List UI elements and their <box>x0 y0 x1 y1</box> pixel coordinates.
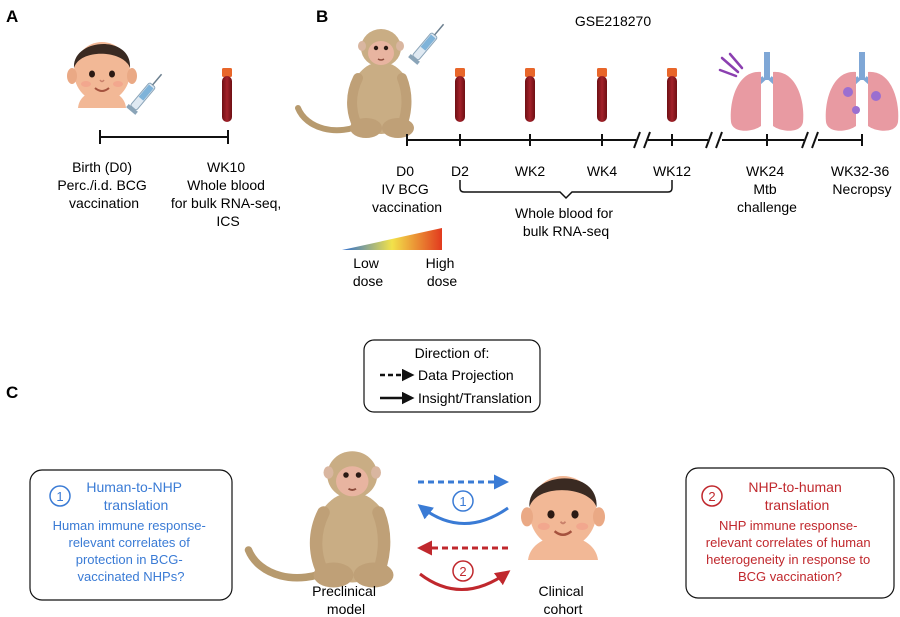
timepoint-label-wk12: WK12 <box>653 163 691 179</box>
legend-solid-label: Insight/Translation <box>418 390 532 406</box>
clinical-label: Clinical cohort <box>538 583 587 617</box>
dose-gradient-wedge <box>342 228 442 250</box>
preclinical-label: Preclinical model <box>312 583 380 617</box>
baby-illustration-c <box>519 474 607 560</box>
timepoint-label-wk4: WK4 <box>587 163 618 179</box>
translation-arrow-to-human <box>419 570 511 591</box>
timepoint-label-wk24: WK24 Mtb challenge <box>737 163 797 215</box>
panel-a-letter: A <box>6 7 18 26</box>
dataset-id: GSE218270 <box>575 13 651 29</box>
blood-tube-icon <box>597 68 607 122</box>
translation-arrow-to-nhp <box>417 504 509 525</box>
timepoint-label-birth: Birth (D0) Perc./i.d. BCG vaccination <box>57 159 150 211</box>
blood-tube-icon <box>525 68 535 122</box>
panel-b-letter: B <box>316 7 328 26</box>
bracket-whole-blood <box>459 180 673 200</box>
nhp-to-human-box: 2 NHP-to-human translation NHP immune re… <box>685 467 895 599</box>
lungs-infected-icon <box>826 52 899 131</box>
arrow-number-text: 1 <box>459 494 466 509</box>
box-body: Human immune response- relevant correlat… <box>53 518 210 584</box>
number-badge <box>701 485 723 507</box>
timepoint-label-d2: D2 <box>451 163 469 179</box>
number-badge-text: 1 <box>56 489 63 504</box>
timepoint-label-d0: D0 IV BCG vaccination <box>372 163 442 215</box>
number-badge <box>49 485 71 507</box>
blood-tube-icon <box>667 68 677 122</box>
arrow-number-badge <box>452 490 474 512</box>
monkey-illustration-b <box>298 29 414 138</box>
syringe-icon <box>407 19 449 66</box>
box-title: NHP-to-human translation <box>748 479 845 513</box>
monkey-illustration-c <box>249 451 394 587</box>
number-badge-text: 2 <box>708 489 715 504</box>
dose-low-label: Low dose <box>353 255 384 289</box>
timepoint-label-wk2: WK2 <box>515 163 546 179</box>
timepoint-label-wk32-36: WK32-36 Necropsy <box>831 163 893 197</box>
direction-legend: Direction of: Data Projection Insight/Tr… <box>363 339 541 413</box>
human-to-nhp-box: 1 Human-to-NHP translation Human immune … <box>29 469 233 601</box>
dose-high-label: High dose <box>426 255 459 289</box>
legend-dashed-label: Data Projection <box>418 367 514 383</box>
box-body: NHP immune response- relevant correlates… <box>706 518 874 584</box>
panel-c-letter: C <box>6 383 18 402</box>
blood-tube-icon <box>455 68 465 122</box>
legend-title: Direction of: <box>415 345 490 361</box>
arrow-number-text: 2 <box>459 564 466 579</box>
lungs-challenge-icon <box>718 52 803 131</box>
timeline-b <box>406 131 863 149</box>
timepoint-label-wk10: WK10 Whole blood for bulk RNA-seq, ICS <box>171 159 285 229</box>
box-title: Human-to-NHP translation <box>86 479 185 513</box>
blood-tube-icon <box>222 68 232 122</box>
baby-illustration-a <box>66 41 138 108</box>
bracket-label: Whole blood for bulk RNA-seq <box>515 205 617 239</box>
arrow-number-badge <box>452 560 474 582</box>
